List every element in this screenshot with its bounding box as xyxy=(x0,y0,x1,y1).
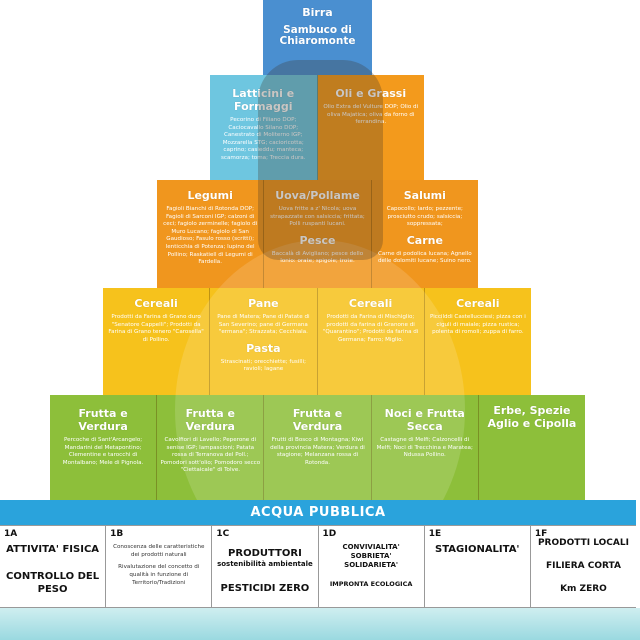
cell-desc: Castagne di Melfi; Calzoncelli di Melfi;… xyxy=(376,437,473,459)
cell-frutta-3: Frutta e Verdura Frutti di Bosco di Mont… xyxy=(264,395,372,500)
cell-desc-2: Strascinati; orecchiette; fusilli; ravio… xyxy=(220,358,306,373)
principle-code: 1A xyxy=(4,529,18,539)
principle-sub: FILIERA CORTA xyxy=(545,561,621,571)
cell-pane-pasta: Pane Pane di Matera; Pane di Patate di S… xyxy=(210,288,318,395)
cell-desc: Cavolfiori di Lavello; Peperone di senis… xyxy=(160,437,261,474)
cell-title: Oli e Grassi xyxy=(335,87,407,100)
cell-title: Frutta e Verdura xyxy=(185,407,235,433)
cell-cereali-2: Cereali Prodotti da Farina di Mischiglio… xyxy=(318,288,425,395)
principle-1d: 1D CONVIVIALITA' SOBRIETA' SOLIDARIETA' … xyxy=(319,526,425,607)
principle-main: CONVIVIALITA' SOBRIETA' SOLIDARIETA' xyxy=(342,543,400,569)
tier-proteins: Legumi Fagioli Bianchi di Rotonda DOP; F… xyxy=(157,180,478,288)
cell-frutta-2: Frutta e Verdura Cavolfiori di Lavello; … xyxy=(157,395,265,500)
principle-secondary: PESTICIDI ZERO xyxy=(220,583,310,594)
cell-oli: Oli e Grassi Olio Extra del Vulture DOP;… xyxy=(317,75,424,180)
principle-code: 1D xyxy=(322,529,337,539)
principle-1b: 1B Conoscenza delle caratteristiche dei … xyxy=(106,526,213,607)
principle-main: Conoscenza delle caratteristiche dei pro… xyxy=(113,544,205,558)
tier-dairy-oils: Latticini e Formaggi Pecorino di Filiano… xyxy=(210,75,424,180)
cell-desc: Prodotti da Farina di Grano duro "Senato… xyxy=(108,314,204,343)
principle-code: 1F xyxy=(534,529,548,539)
cell-title: Salumi xyxy=(403,189,446,202)
cell-uova-pesce: Uova/Pollame Uova fritte a z' Nicola; uo… xyxy=(264,180,372,288)
principle-1c: 1C PRODUTTORI sostenibilità ambientale P… xyxy=(212,526,319,607)
tier-beverage: Birra Sambuco di Chiaromonte xyxy=(263,0,372,75)
cell-desc: Capocollo; lardo; pezzente; prosciutto c… xyxy=(386,206,463,228)
principle-code: 1C xyxy=(216,529,230,539)
principle-main: ATTIVITA' FISICA xyxy=(6,544,100,555)
cell-frutta-1: Frutta e Verdura Percoche di Sant'Arcang… xyxy=(50,395,158,500)
principle-secondary: IMPRONTA ECOLOGICA xyxy=(329,580,413,588)
principle-1f: 1F PRODOTTI LOCALI FILIERA CORTA Km ZERO xyxy=(531,526,636,607)
cell-birra: Birra Sambuco di Chiaromonte xyxy=(263,0,372,75)
cell-cereali-3: Cereali Piccilddi Castellucciesi; pizza … xyxy=(425,288,531,395)
cell-cereali-1: Cereali Prodotti da Farina di Grano duro… xyxy=(103,288,211,395)
cell-desc: Olio Extra del Vulture DOP; Olio di oliv… xyxy=(323,104,419,126)
footer-band xyxy=(0,608,640,640)
principle-code: 1E xyxy=(428,529,442,539)
cell-latticini: Latticini e Formaggi Pecorino di Filiano… xyxy=(210,75,318,180)
principle-main: PRODUTTORI xyxy=(228,548,302,559)
cell-title: Latticini e Formaggi xyxy=(232,87,295,113)
cell-desc: Piccilddi Castellucciesi; pizza con i ci… xyxy=(429,314,526,336)
principle-sub: sostenibilità ambientale xyxy=(217,560,313,568)
principle-code: 1B xyxy=(110,529,124,539)
tier-title: Birra xyxy=(302,6,333,19)
principle-secondary: Rivalutazione del concetto di qualità in… xyxy=(118,564,200,586)
principles-table: 1A ATTIVITA' FISICA CONTROLLO DEL PESO 1… xyxy=(0,525,636,608)
cell-title: Uova/Pollame xyxy=(275,189,360,202)
tier-fruits-vegetables: Frutta e Verdura Percoche di Sant'Arcang… xyxy=(50,395,585,500)
cell-desc-2: Carne di podolica lucana; Agnello delle … xyxy=(377,250,472,265)
cell-desc: Pane di Matera; Pane di Patate di San Se… xyxy=(217,314,310,336)
cell-legumi: Legumi Fagioli Bianchi di Rotonda DOP; F… xyxy=(157,180,265,288)
cell-desc: Pecorino di Filiano DOP; Caciocavallo Si… xyxy=(221,117,306,161)
cell-salumi-carne: Salumi Capocollo; lardo; pezzente; prosc… xyxy=(372,180,478,288)
cell-desc: Frutti di Bosco di Montagna; Kiwi della … xyxy=(270,437,365,466)
water-band: ACQUA PUBBLICA xyxy=(0,500,636,525)
cell-erbe: Erbe, Spezie Aglio e Cipolla xyxy=(479,395,585,500)
principle-1a: 1A ATTIVITA' FISICA CONTROLLO DEL PESO xyxy=(0,526,107,607)
principle-secondary: CONTROLLO DEL PESO xyxy=(6,571,100,595)
cell-title-2: Carne xyxy=(406,233,443,247)
tier-cereals: Cereali Prodotti da Farina di Grano duro… xyxy=(103,288,531,395)
cell-title: Noci e Frutta Secca xyxy=(384,407,465,433)
cell-title: Erbe, Spezie Aglio e Cipolla xyxy=(487,404,577,430)
cell-desc: Percoche di Sant'Arcangelo; Mandarini de… xyxy=(62,437,144,466)
cell-title-2: Pasta xyxy=(246,341,281,355)
principle-1e: 1E STAGIONALITA' xyxy=(425,526,531,607)
cell-title-2: Pesce xyxy=(299,233,336,247)
cell-desc: Uova fritte a z' Nicola; uova strapazzat… xyxy=(270,206,365,228)
cell-noci: Noci e Frutta Secca Castagne di Melfi; C… xyxy=(372,395,479,500)
cell-title: Cereali xyxy=(348,297,393,310)
principle-secondary: Km ZERO xyxy=(560,584,607,594)
cell-title: Legumi xyxy=(187,189,233,202)
cell-desc: Prodotti da Farina di Mischiglio; prodot… xyxy=(322,314,419,343)
cell-title: Frutta e Verdura xyxy=(292,407,343,433)
cell-title: Frutta e Verdura xyxy=(78,407,128,433)
tier-subtitle: Sambuco di Chiaromonte xyxy=(279,24,356,47)
cell-desc: Fagioli Bianchi di Rotonda DOP; Fagioli … xyxy=(163,206,258,266)
principle-main: PRODOTTI LOCALI xyxy=(537,538,629,548)
principle-main: STAGIONALITA' xyxy=(435,544,520,555)
cell-title: Cereali xyxy=(134,297,178,310)
cell-title: Cereali xyxy=(456,297,500,310)
cell-title: Pane xyxy=(248,297,279,310)
cell-desc-2: Baccalà di Avigliano; pesce dello Ionio:… xyxy=(271,250,364,265)
